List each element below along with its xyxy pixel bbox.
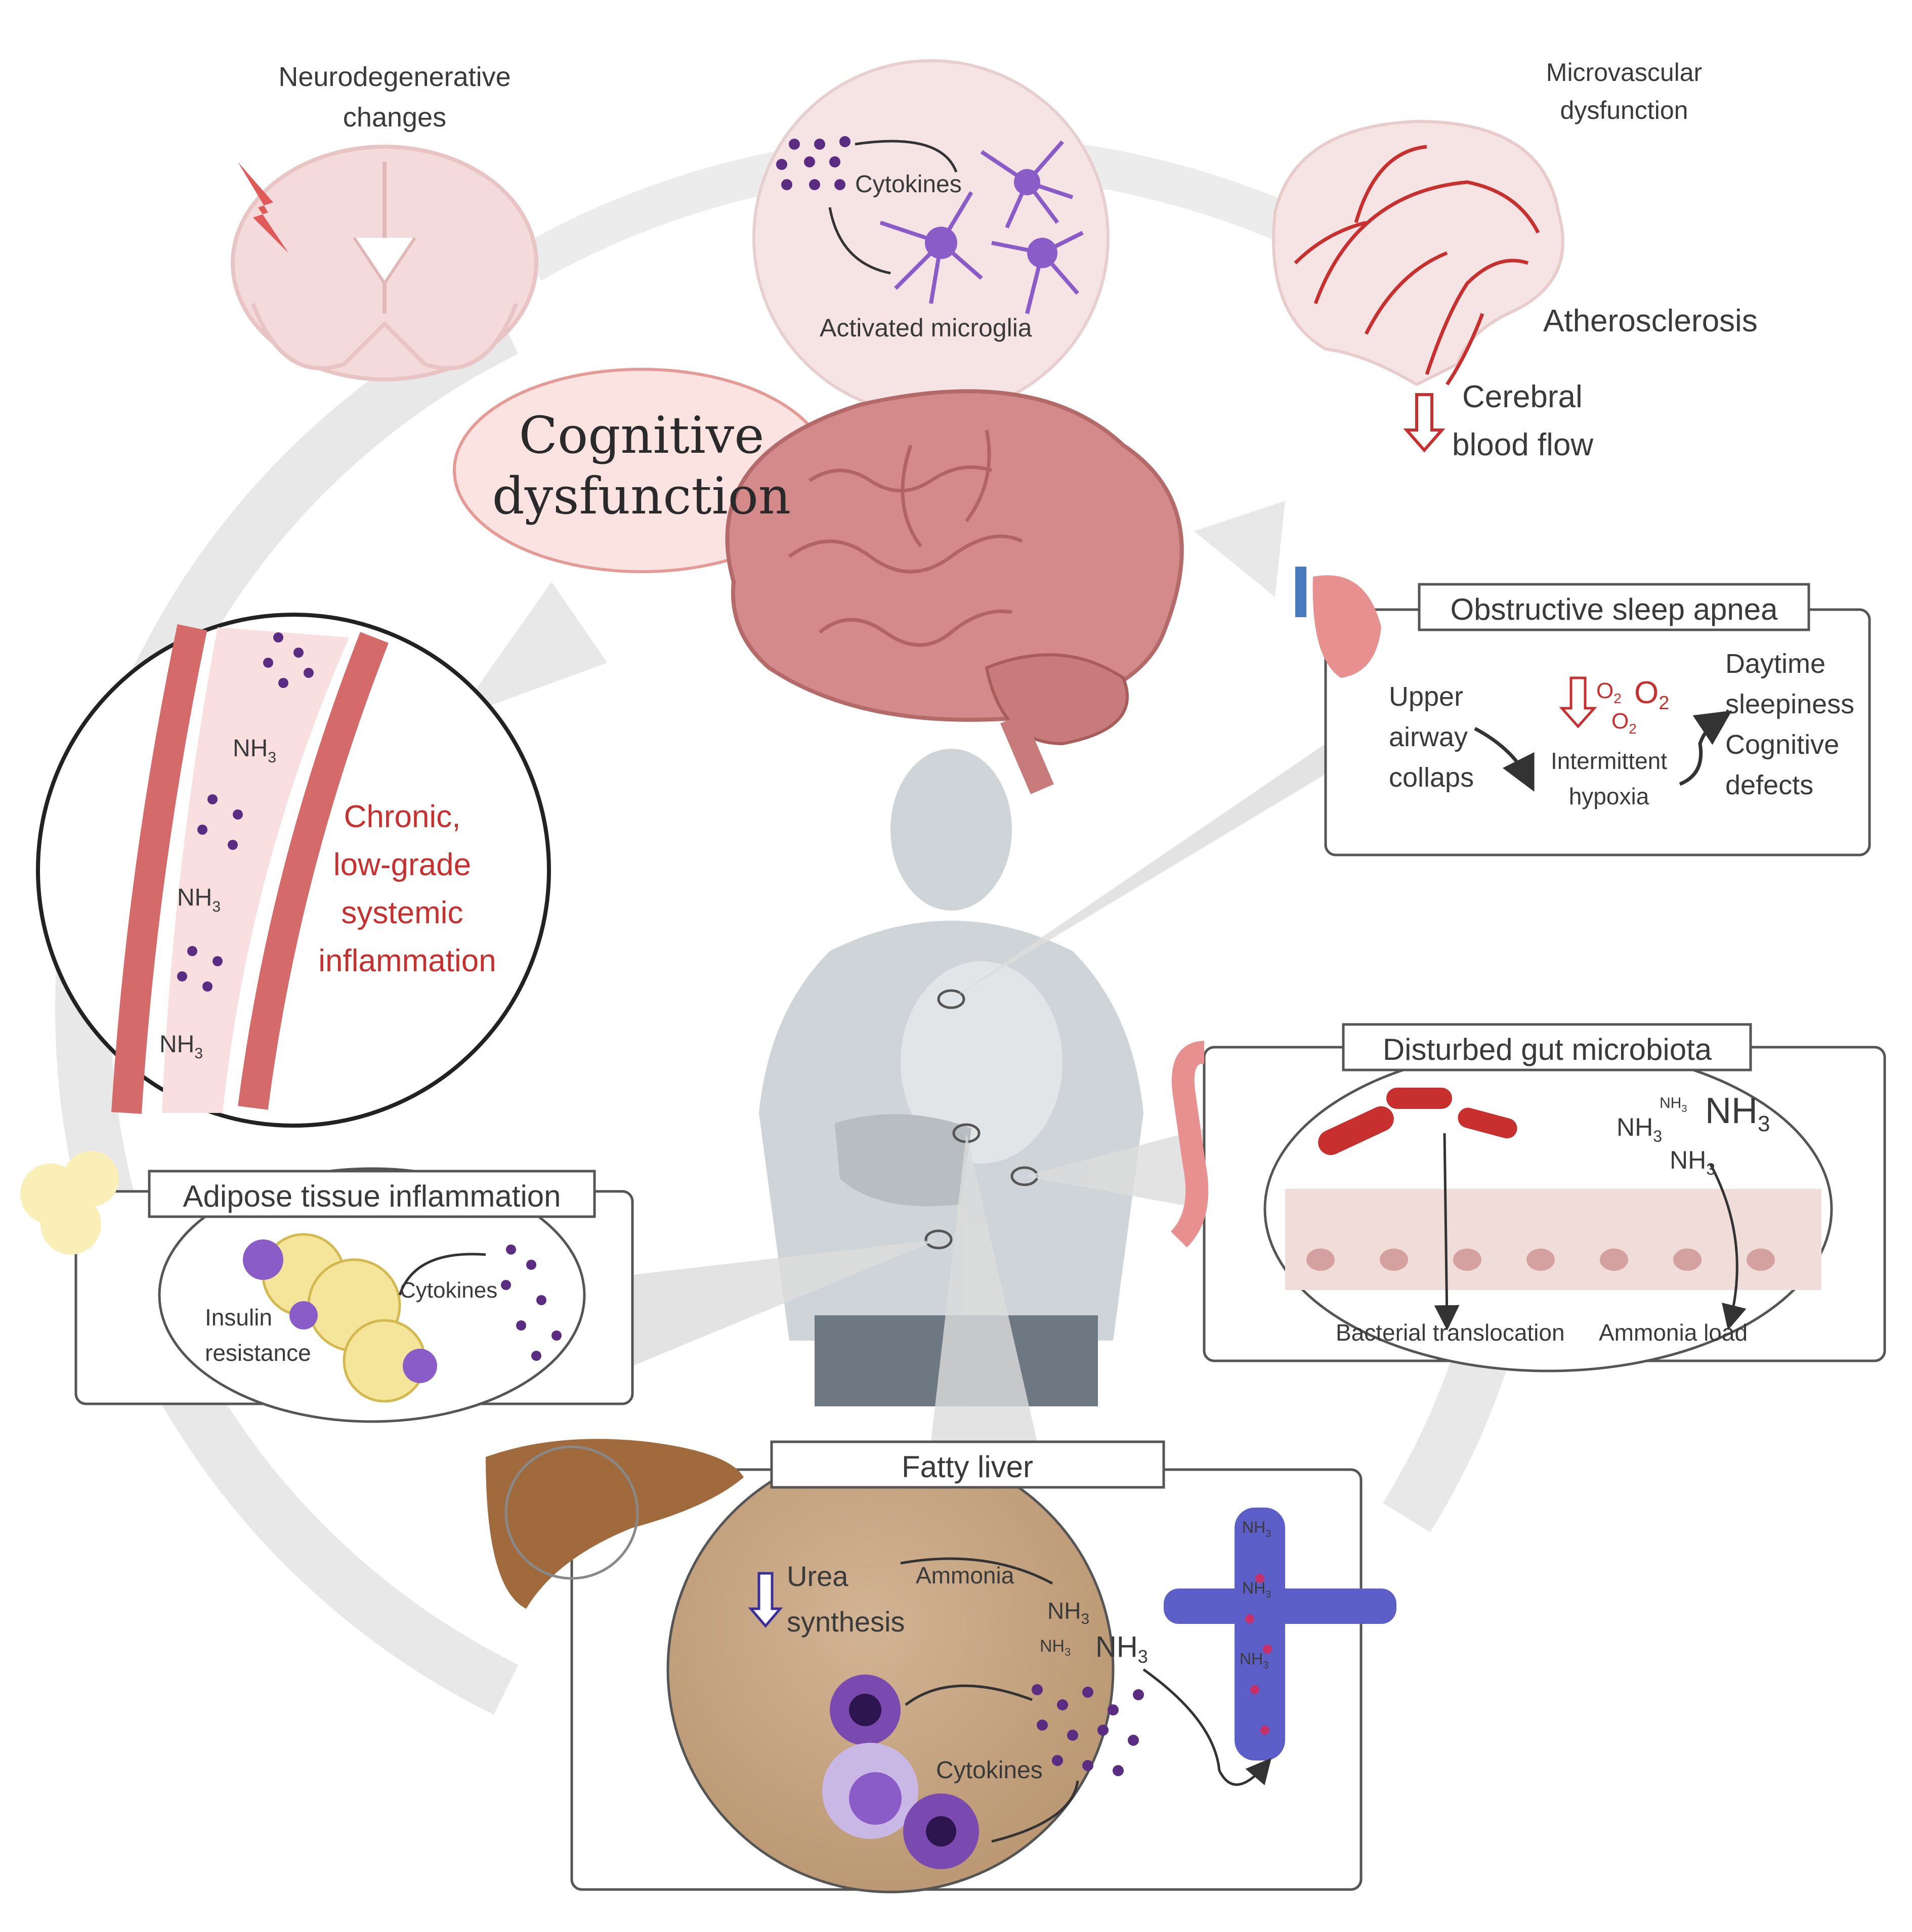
microglia-activated-label: Activated microglia [820, 314, 1032, 342]
osa-title: Obstructive sleep apnea [1450, 592, 1778, 626]
liver-cytokines: Cytokines [936, 1757, 1043, 1784]
lightning-icon [238, 162, 288, 253]
gut-title-box [1342, 1023, 1752, 1071]
micro-label-2: dysfunction [1560, 96, 1688, 124]
ammonia-arrow [1709, 1163, 1747, 1330]
osa-title-box [1418, 583, 1810, 631]
title-line1: Cognitive [519, 406, 764, 465]
inflammation-line-4: inflammation [318, 943, 496, 978]
osa-upper-3: collaps [1389, 762, 1474, 793]
gut-nh3-mid: NH3 [1617, 1113, 1662, 1145]
gut-nh3-low: NH3 [1670, 1146, 1715, 1178]
liver-nh3-2: NH3 [1040, 1637, 1071, 1658]
lung-marker [937, 989, 965, 1009]
liver-organ-icon [486, 1439, 744, 1609]
neuro-label-2: changes [343, 102, 446, 133]
osa-o2-c: O2 [1611, 709, 1637, 737]
adipose-insulin-1: Insulin [205, 1304, 272, 1330]
urea-down-arrow [748, 1572, 783, 1628]
inflammation-line-1: Chronic, [344, 799, 461, 834]
cbf-label-1: Cerebral [1462, 379, 1583, 414]
osa-arrow-1 [1474, 726, 1535, 792]
title-line2: dysfunction [492, 466, 791, 526]
cbf-label-2: blood flow [1452, 427, 1593, 462]
liver-title: Fatty liver [902, 1450, 1033, 1484]
micro-label-1: Microvascular [1546, 58, 1702, 87]
coronal-brain-icon [231, 145, 538, 381]
blood-vessel-circle [36, 613, 551, 1128]
neuro-label-1: Neurodegenerative [278, 62, 511, 92]
osa-outcome-3: Cognitive [1725, 729, 1839, 760]
vein-nh3-3: NH3 [1240, 1650, 1268, 1671]
colon-icon [1170, 1041, 1209, 1248]
adipose-title: Adipose tissue inflammation [183, 1179, 561, 1213]
adipose-marker [924, 1229, 953, 1250]
osa-hypoxia-2: hypoxia [1569, 783, 1649, 809]
osa-upper-1: Upper [1389, 681, 1463, 712]
inflammation-line-3: systemic [341, 895, 463, 930]
gut-ammonia-label: Ammonia load [1599, 1319, 1748, 1346]
gut-nh3-large: NH3 [1705, 1091, 1770, 1136]
liver-title-box [770, 1440, 1165, 1489]
osa-upper-2: airway [1389, 722, 1468, 752]
adipocyte-icon [20, 1151, 427, 1403]
vein-nh3-2: NH3 [1242, 1579, 1271, 1600]
gut-title: Disturbed gut microbiota [1383, 1033, 1712, 1066]
inflammation-line-2: low-grade [333, 847, 471, 882]
brain-icon [725, 389, 1184, 794]
kupffer-cells [822, 1675, 979, 1869]
osa-arrow-2 [1679, 710, 1732, 786]
bacteria-icon [1318, 1088, 1517, 1155]
liver-cytokines-dots [1032, 1684, 1144, 1776]
vessel-nh3-2: NH3 [177, 884, 221, 915]
adipose-cytokines-dots [501, 1244, 562, 1361]
osa-o2-b: O2 [1634, 675, 1669, 714]
macrophage-icon [243, 1239, 437, 1383]
osa-hypoxia-1: Intermittent [1551, 748, 1667, 774]
adipose-insulin-2: resistance [205, 1340, 311, 1366]
osa-outcome-1: Daytime [1725, 649, 1825, 679]
vessel-nh3-1: NH3 [233, 735, 276, 766]
lung-icon [1295, 567, 1381, 678]
liver-urea-2: synthesis [787, 1606, 905, 1638]
liver-ammonia: Ammonia [916, 1562, 1014, 1588]
gut-nh3-small: NH3 [1660, 1095, 1687, 1114]
callout-wedges [632, 744, 1326, 1442]
portal-vein-icon [1164, 1508, 1396, 1761]
o2-down-arrow [1559, 676, 1597, 728]
sagittal-brain-icon [1272, 119, 1564, 387]
liver-nh3-3: NH3 [1095, 1630, 1148, 1667]
liver-nh3-1: NH3 [1047, 1598, 1089, 1627]
vessel-nh3-3: NH3 [159, 1031, 203, 1062]
microglia-circle [752, 59, 1110, 416]
osa-outcome-4: defects [1725, 770, 1813, 800]
athero-label: Atherosclerosis [1543, 304, 1758, 338]
osa-o2-a: O2 [1596, 678, 1622, 706]
adipose-cytokines: Cytokines [400, 1278, 497, 1303]
down-arrow-icon [1403, 393, 1446, 453]
adipose-title-box [148, 1170, 596, 1218]
liver-urea-1: Urea [787, 1560, 848, 1592]
osa-outcome-2: sleepiness [1725, 689, 1854, 719]
bacterial-arrow [1434, 1133, 1460, 1330]
epithelium [1285, 1189, 1821, 1290]
gut-bacterial-label: Bacterial translocation [1336, 1319, 1565, 1346]
vein-nh3-1: NH3 [1242, 1518, 1271, 1539]
ammonia-to-vein-arrow [1142, 1668, 1272, 1786]
microglia-cytokines-label: Cytokines [855, 171, 962, 198]
